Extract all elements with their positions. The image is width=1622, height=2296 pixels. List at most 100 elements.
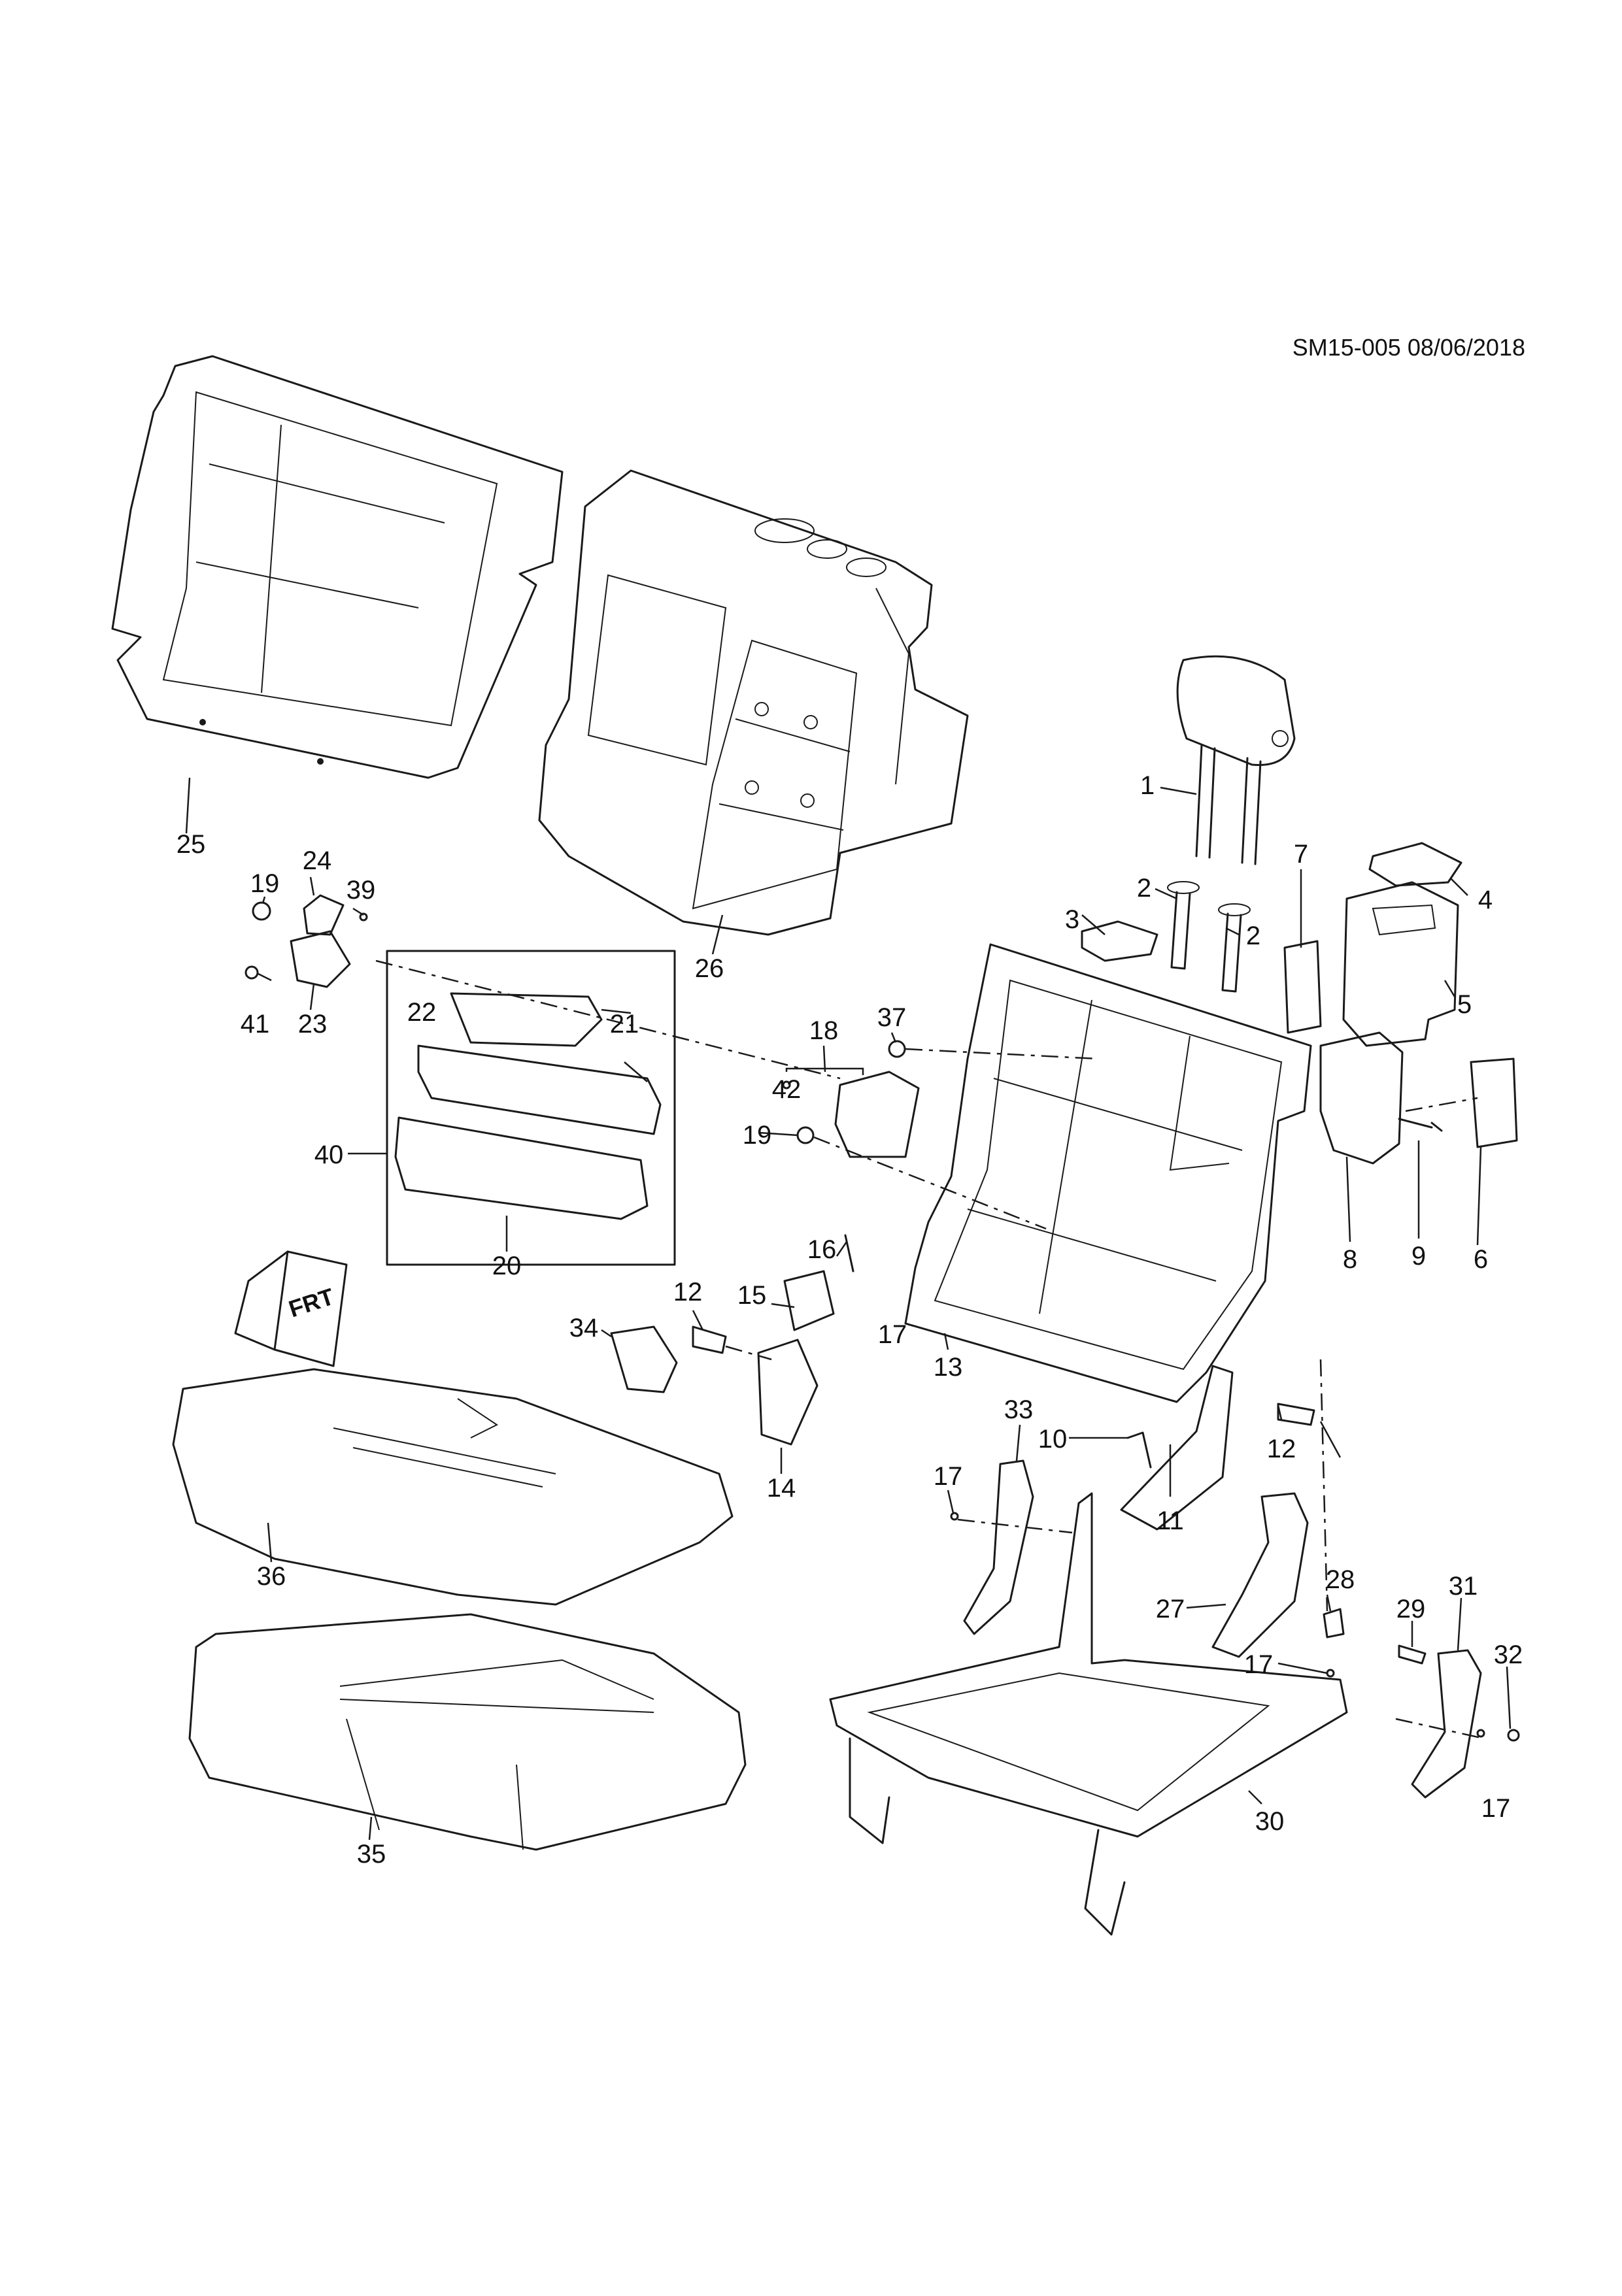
callout-16: 16 bbox=[807, 1235, 837, 1264]
part-clip-17-a bbox=[950, 1512, 959, 1521]
callout-7: 7 bbox=[1294, 840, 1308, 869]
alignment-line-cap bbox=[1395, 1718, 1485, 1740]
part-release-trim bbox=[1081, 920, 1158, 962]
callout-39: 39 bbox=[346, 876, 376, 905]
part-bolt-29 bbox=[1398, 1644, 1427, 1665]
front-direction-label: FRT bbox=[286, 1283, 337, 1323]
part-armrest-cover bbox=[394, 1116, 649, 1220]
part-headrest-guides bbox=[1167, 881, 1251, 993]
alignment-line-clip bbox=[957, 1518, 1073, 1534]
callout-13: 13 bbox=[934, 1353, 963, 1382]
part-right-bracket bbox=[1120, 1365, 1234, 1531]
callout-41: 41 bbox=[241, 1010, 270, 1039]
alignment-line-bolt-19 bbox=[813, 1136, 1047, 1230]
callout-9: 9 bbox=[1411, 1242, 1426, 1271]
part-cable-clip bbox=[783, 1270, 835, 1331]
callout-32: 32 bbox=[1494, 1640, 1523, 1669]
callout-labels: 1 2 2 3 4 5 6 7 8 9 10 11 12 12 13 14 15… bbox=[177, 771, 1523, 1869]
leader-lines bbox=[185, 777, 1512, 1840]
callout-35: 35 bbox=[357, 1840, 386, 1869]
part-seat-back-pad bbox=[538, 469, 969, 936]
alignment-line-bezel bbox=[1405, 1097, 1478, 1112]
part-clip-17-b bbox=[1326, 1669, 1335, 1678]
callout-42: 42 bbox=[772, 1075, 802, 1104]
callout-24: 24 bbox=[303, 846, 332, 875]
part-armrest-kit-box bbox=[386, 950, 676, 1266]
alignment-line-pin bbox=[725, 1345, 772, 1361]
part-latch-bezel bbox=[1470, 1057, 1518, 1148]
part-nut bbox=[888, 1040, 906, 1058]
part-side-trim-33 bbox=[963, 1459, 1034, 1635]
part-screw-42 bbox=[782, 1080, 791, 1090]
callout-14: 14 bbox=[767, 1474, 796, 1503]
callout-4: 4 bbox=[1478, 886, 1493, 914]
part-pin-12-left bbox=[692, 1325, 727, 1354]
part-latch-cover bbox=[1342, 842, 1462, 1047]
callout-37: 37 bbox=[877, 1003, 907, 1032]
part-seat-cushion-pad bbox=[188, 1613, 747, 1851]
part-left-recliner bbox=[757, 1339, 819, 1446]
callout-27: 27 bbox=[1156, 1595, 1185, 1623]
part-hinge-cover bbox=[303, 894, 345, 936]
callout-2-right: 2 bbox=[1246, 922, 1260, 950]
callout-31: 31 bbox=[1449, 1572, 1478, 1601]
part-recliner-cover bbox=[610, 1325, 678, 1393]
callout-29: 29 bbox=[1396, 1595, 1426, 1623]
part-seat-label bbox=[1283, 940, 1322, 1034]
alignment-line-pivot bbox=[1319, 1359, 1328, 1612]
part-screw-16 bbox=[844, 1234, 854, 1273]
callout-12-right: 12 bbox=[1267, 1435, 1296, 1463]
callout-33: 33 bbox=[1004, 1395, 1034, 1424]
callout-19-center: 19 bbox=[743, 1121, 772, 1150]
alignment-line-armrest bbox=[375, 959, 841, 1080]
part-cap-32 bbox=[1507, 1729, 1520, 1742]
callout-17-far-right: 17 bbox=[1481, 1794, 1511, 1823]
callout-19-left: 19 bbox=[250, 869, 280, 898]
callout-26: 26 bbox=[695, 954, 724, 983]
part-screw-41 bbox=[245, 965, 259, 980]
callout-20: 20 bbox=[492, 1252, 522, 1280]
part-headrest bbox=[1176, 655, 1296, 865]
front-direction-marker: FRT bbox=[234, 1250, 348, 1367]
part-bolt-19-left bbox=[252, 901, 271, 921]
part-seat-cushion-cover bbox=[172, 1368, 734, 1606]
part-pivot-bracket bbox=[834, 1071, 920, 1158]
callout-1: 1 bbox=[1140, 771, 1155, 800]
part-cupholder bbox=[450, 992, 603, 1047]
callout-6: 6 bbox=[1474, 1245, 1488, 1274]
part-seat-cushion-frame bbox=[829, 1492, 1348, 1936]
part-bolt-19-center bbox=[796, 1126, 815, 1144]
part-hinge-cover-31 bbox=[1411, 1649, 1482, 1799]
part-armrest-pad bbox=[417, 1044, 662, 1135]
part-seat-back-cover bbox=[111, 355, 564, 779]
callout-17-center: 17 bbox=[878, 1320, 907, 1349]
callout-12-left: 12 bbox=[673, 1278, 703, 1306]
callout-25: 25 bbox=[177, 830, 206, 859]
callout-22: 22 bbox=[407, 998, 437, 1027]
callout-23: 23 bbox=[298, 1010, 328, 1039]
callout-21: 21 bbox=[610, 1010, 639, 1039]
callout-5: 5 bbox=[1457, 990, 1472, 1019]
callout-18: 18 bbox=[809, 1016, 839, 1045]
callout-28: 28 bbox=[1326, 1565, 1355, 1594]
part-side-trim-27 bbox=[1211, 1492, 1309, 1658]
callout-10: 10 bbox=[1038, 1425, 1068, 1454]
callout-17-lower-right: 17 bbox=[1244, 1650, 1274, 1679]
callout-40: 40 bbox=[314, 1140, 344, 1169]
part-bolt-9 bbox=[1398, 1118, 1443, 1132]
part-latch-assembly bbox=[1319, 1031, 1404, 1165]
callout-11: 11 bbox=[1157, 1506, 1184, 1535]
part-bolt-10 bbox=[1126, 1431, 1152, 1469]
part-seat-back-frame bbox=[904, 943, 1312, 1403]
part-bushing-28 bbox=[1323, 1608, 1345, 1639]
callout-34: 34 bbox=[569, 1314, 599, 1342]
part-hinge-trim bbox=[290, 930, 351, 988]
callout-30: 30 bbox=[1255, 1807, 1285, 1836]
document-id: SM15-005 08/06/2018 bbox=[1293, 334, 1525, 361]
alignment-line-nut bbox=[905, 1048, 1099, 1060]
callout-3: 3 bbox=[1065, 905, 1079, 934]
callout-8: 8 bbox=[1343, 1245, 1357, 1274]
callout-36: 36 bbox=[257, 1562, 286, 1591]
